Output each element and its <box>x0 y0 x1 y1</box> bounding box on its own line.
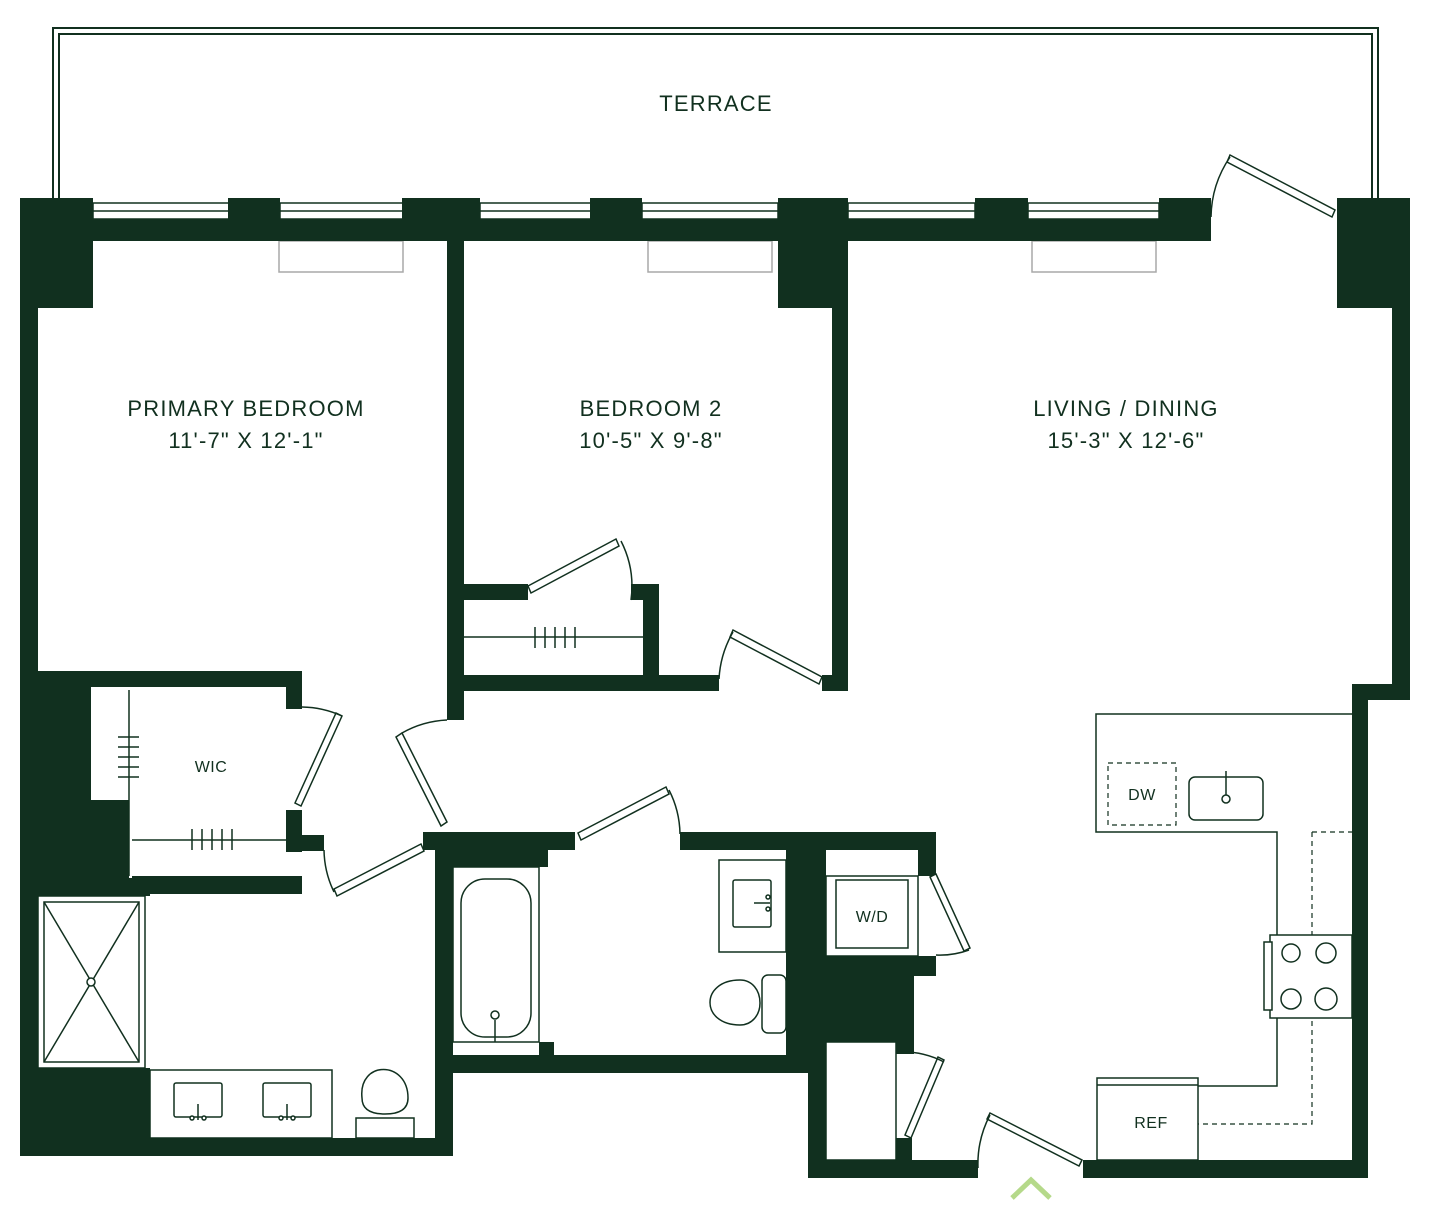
terrace: TERRACE <box>52 27 1379 200</box>
ref-label: REF <box>1134 1115 1168 1132</box>
bedroom-2-name: BEDROOM 2 <box>580 396 723 421</box>
hall-vanity <box>718 859 787 953</box>
doors <box>294 153 1336 1169</box>
entry-chevron-icon <box>1010 1176 1052 1200</box>
living-dining-dimensions: 15'-3" X 12'-6" <box>1048 428 1205 453</box>
wic-label: WIC <box>195 759 228 776</box>
toilet <box>361 1068 409 1115</box>
room-labels: PRIMARY BEDROOM 11'-7" X 12'-1" BEDROOM … <box>127 396 1218 776</box>
refrigerator <box>1096 1077 1199 1161</box>
range <box>1269 934 1353 1019</box>
hall-bath-fixtures <box>452 859 787 1043</box>
primary-bedroom-name: PRIMARY BEDROOM <box>127 396 364 421</box>
entry-closet <box>825 1041 897 1161</box>
bedroom-2-dimensions: 10'-5" X 9'-8" <box>579 428 723 453</box>
wd-label: W/D <box>856 909 889 926</box>
dw-label: DW <box>1128 787 1156 804</box>
primary-bedroom-dimensions: 11'-7" X 12'-1" <box>168 428 323 453</box>
kitchen: DW REF <box>1095 713 1353 1161</box>
terrace-label: TERRACE <box>659 91 773 116</box>
washer-dryer: W/D <box>825 875 919 957</box>
hall-toilet <box>709 979 761 1026</box>
primary-bath-fixtures <box>37 895 415 1139</box>
living-dining-name: LIVING / DINING <box>1033 396 1218 421</box>
dishwasher <box>1107 762 1177 826</box>
walls <box>20 198 1410 1178</box>
